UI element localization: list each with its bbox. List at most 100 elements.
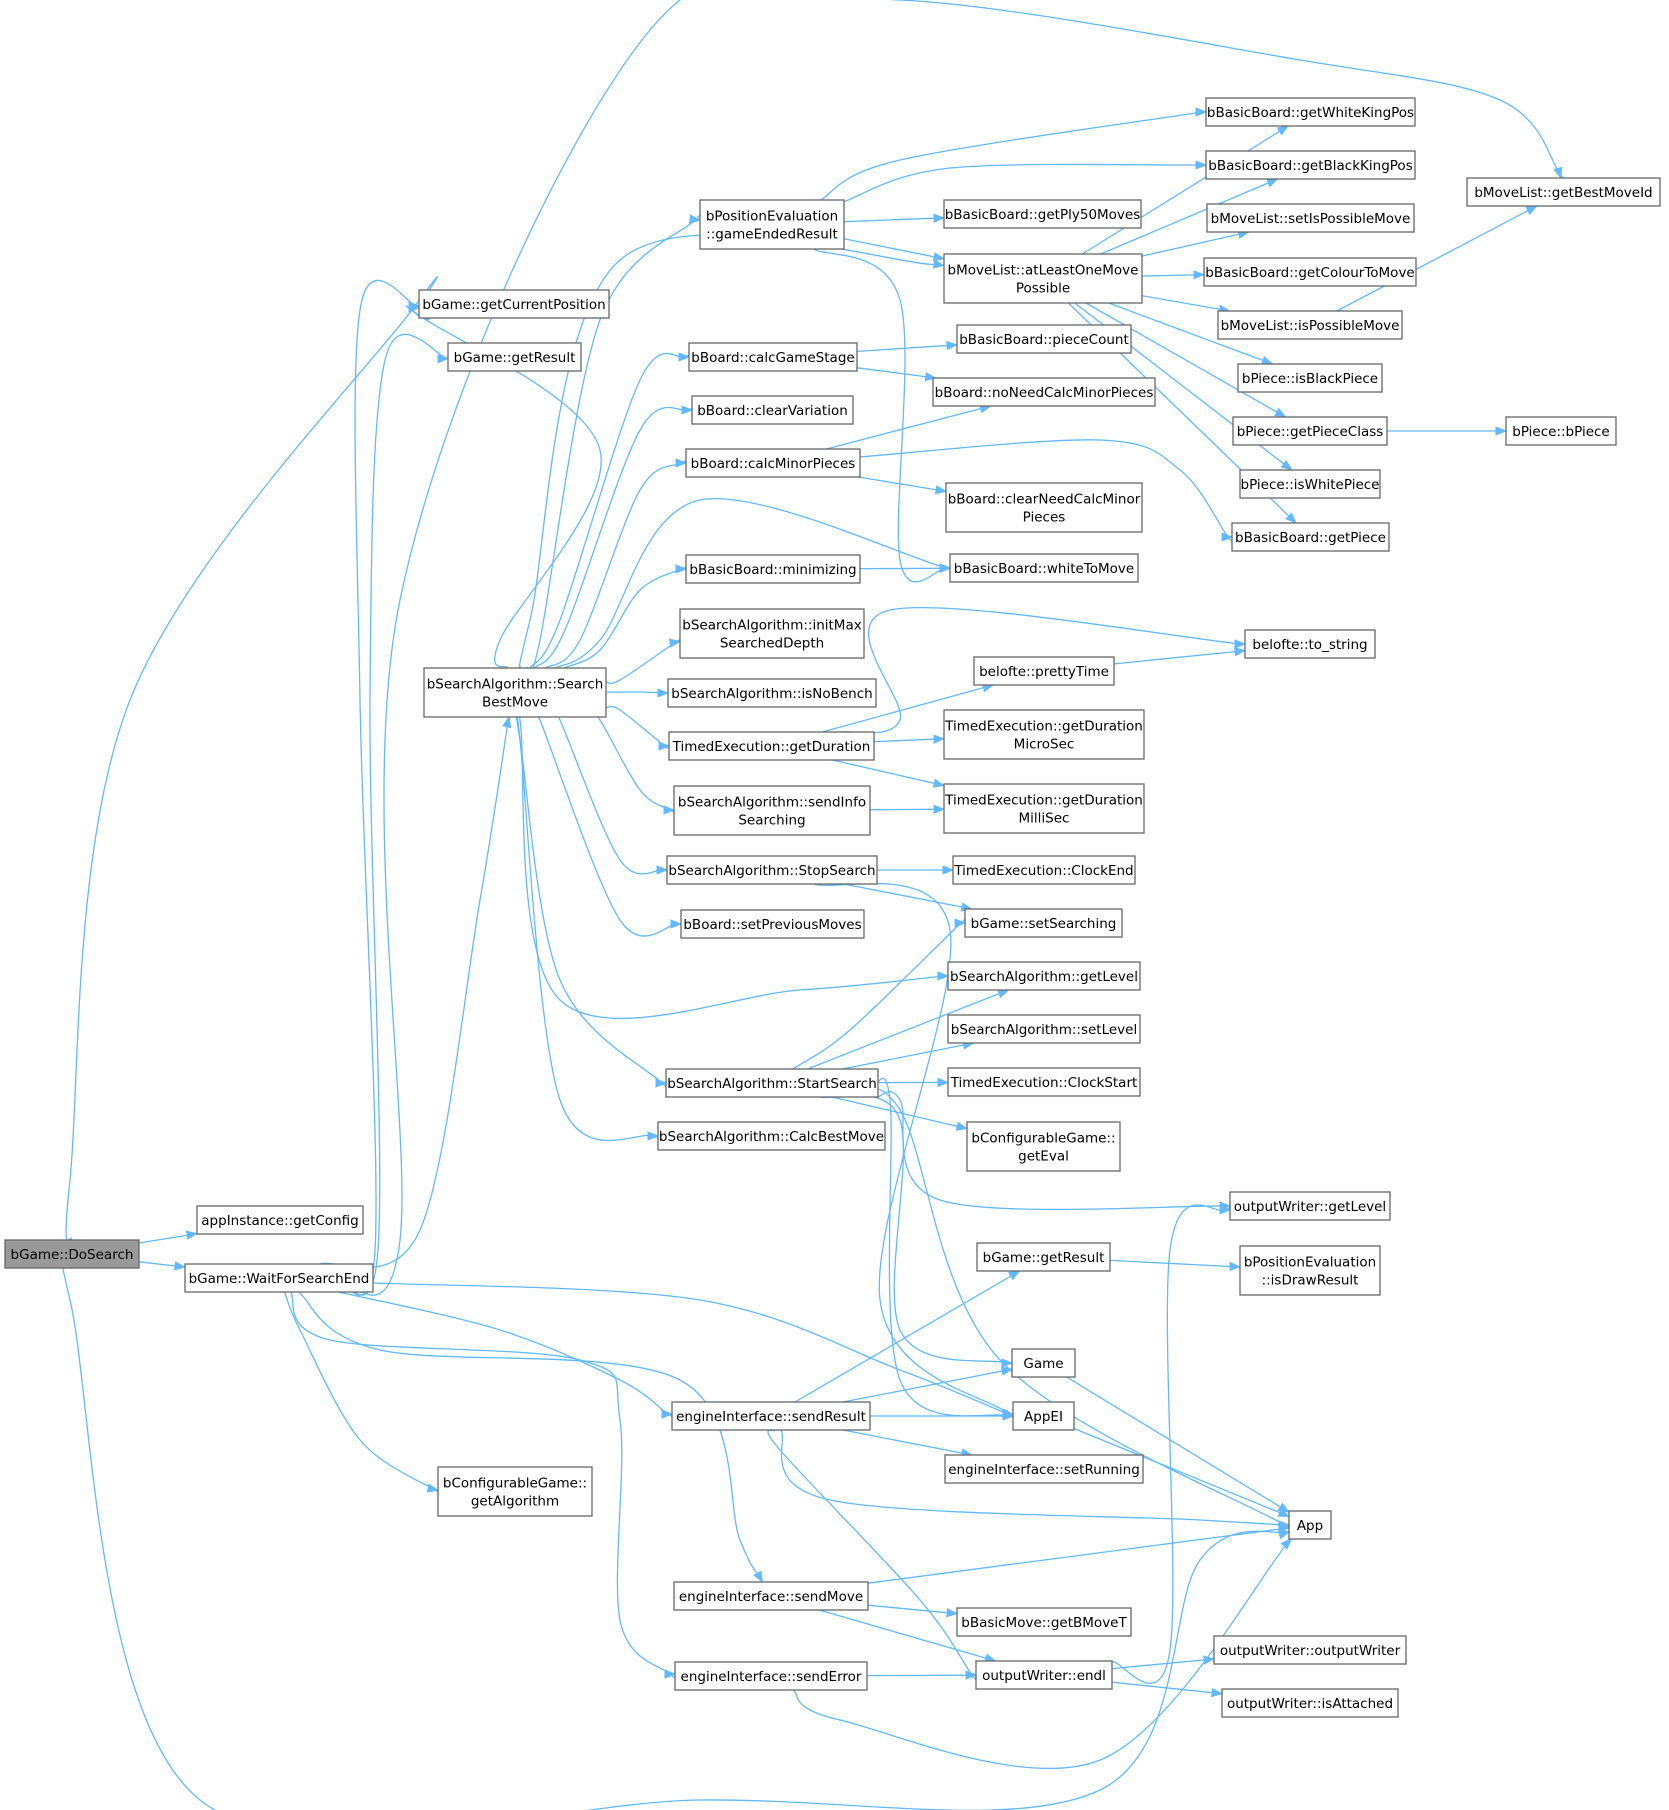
edge-dosearch-to-app xyxy=(60,1251,1291,1810)
node-isattached[interactable]: outputWriter::isAttached xyxy=(1221,1688,1399,1718)
node-isdraw[interactable]: bPositionEvaluation::isDrawResult xyxy=(1239,1245,1381,1296)
node-box xyxy=(667,678,877,708)
node-box xyxy=(976,1242,1111,1272)
node-endl[interactable]: outputWriter::endl xyxy=(975,1660,1113,1690)
node-bpiece[interactable]: bPiece::bPiece xyxy=(1505,416,1617,446)
node-box xyxy=(1239,469,1381,499)
node-tostring[interactable]: belofte::to_string xyxy=(1244,629,1376,659)
node-label: TimedExecution::getDuration xyxy=(672,739,871,755)
node-setlevel[interactable]: bSearchAlgorithm::setLevel xyxy=(947,1014,1141,1044)
node-box xyxy=(673,785,871,836)
node-box xyxy=(1466,177,1661,207)
node-prettytime[interactable]: belofte::prettyTime xyxy=(973,656,1115,686)
node-getresult2[interactable]: bGame::getResult xyxy=(976,1242,1111,1272)
node-box xyxy=(1205,150,1416,180)
node-setispossible[interactable]: bMoveList::setIsPossibleMove xyxy=(1206,203,1415,233)
node-getbmovet[interactable]: bBasicMove::getBMoveT xyxy=(956,1607,1132,1637)
node-clearvar[interactable]: bBoard::clearVariation xyxy=(691,395,854,425)
node-calcbest[interactable]: bSearchAlgorithm::CalcBestMove xyxy=(657,1121,886,1151)
edge-startsearch-to-game xyxy=(820,1094,1018,1368)
node-getbestmoveid[interactable]: bMoveList::getBestMoveId xyxy=(1466,177,1661,207)
node-geteval[interactable]: bConfigurableGame::getEval xyxy=(966,1121,1121,1172)
node-whitetomove[interactable]: bBasicBoard::whiteToMove xyxy=(949,553,1139,583)
node-clockend[interactable]: TimedExecution::ClockEnd xyxy=(952,855,1136,885)
edge-searchbest-to-getlevel xyxy=(516,697,957,1020)
node-sendresult[interactable]: engineInterface::sendResult xyxy=(671,1401,871,1431)
node-box xyxy=(1205,97,1416,127)
node-label: bBoard::calcGameStage xyxy=(691,350,854,366)
node-blackking[interactable]: bBasicBoard::getBlackKingPos xyxy=(1205,150,1416,180)
node-game[interactable]: Game xyxy=(1011,1348,1076,1378)
node-getpiece[interactable]: bBasicBoard::getPiece xyxy=(1231,522,1390,552)
node-isblack[interactable]: bPiece::isBlackPiece xyxy=(1237,363,1383,393)
node-getpiececlass[interactable]: bPiece::getPieceClass xyxy=(1232,416,1388,446)
node-box xyxy=(1239,1245,1381,1296)
node-outwriter[interactable]: outputWriter::outputWriter xyxy=(1213,1635,1407,1665)
node-gameended[interactable]: bPositionEvaluation::gameEndedResult xyxy=(699,199,845,250)
node-getconfig[interactable]: appInstance::getConfig xyxy=(196,1205,364,1235)
node-box xyxy=(1505,416,1617,446)
node-label: engineInterface::sendResult xyxy=(676,1409,866,1425)
node-minimizing[interactable]: bBasicBoard::minimizing xyxy=(685,554,861,584)
node-getlevel[interactable]: bSearchAlgorithm::getLevel xyxy=(947,961,1141,991)
node-whiteking[interactable]: bBasicBoard::getWhiteKingPos xyxy=(1205,97,1416,127)
node-setsearching[interactable]: bGame::setSearching xyxy=(964,908,1123,938)
node-setprev[interactable]: bBoard::setPreviousMoves xyxy=(680,909,865,939)
edge-searchbest-to-setprev xyxy=(532,703,684,937)
node-label: bSearchAlgorithm::CalcBestMove xyxy=(659,1129,884,1145)
node-getresult1[interactable]: bGame::getResult xyxy=(447,342,582,372)
node-label: bPositionEvaluation xyxy=(706,209,838,225)
node-app[interactable]: App xyxy=(1288,1510,1332,1540)
node-box xyxy=(666,855,878,885)
node-box xyxy=(945,482,1143,533)
node-outlevel[interactable]: outputWriter::getLevel xyxy=(1229,1191,1391,1221)
edge-atleast-to-setispossible xyxy=(1141,229,1250,257)
node-label: bMoveList::getBestMoveId xyxy=(1474,185,1652,201)
edge-searchbest-to-gameended xyxy=(526,212,705,675)
node-label: getEval xyxy=(1018,1149,1069,1165)
node-box xyxy=(964,908,1123,938)
edge-searchbest-to-calcstage xyxy=(529,352,691,669)
node-label: bBoard::noNeedCalcMinorPieces xyxy=(935,385,1154,401)
node-sendmove[interactable]: engineInterface::sendMove xyxy=(673,1581,869,1611)
node-label: bSearchAlgorithm::getLevel xyxy=(950,969,1138,985)
node-getply50[interactable]: bBasicBoard::getPly50Moves xyxy=(943,199,1142,229)
node-box xyxy=(671,1401,871,1431)
node-startsearch[interactable]: bSearchAlgorithm::StartSearch xyxy=(665,1068,879,1098)
node-setrunning[interactable]: engineInterface::setRunning xyxy=(944,1454,1144,1484)
node-calcminor[interactable]: bBoard::calcMinorPieces xyxy=(685,448,861,478)
node-box xyxy=(673,1581,869,1611)
node-getalgo[interactable]: bConfigurableGame::getAlgorithm xyxy=(437,1466,593,1517)
node-getduration[interactable]: TimedExecution::getDuration xyxy=(668,731,875,761)
node-dosearch[interactable]: bGame::DoSearch xyxy=(4,1239,140,1269)
node-isnobench[interactable]: bSearchAlgorithm::isNoBench xyxy=(667,678,877,708)
node-label: bGame::getResult xyxy=(983,1250,1105,1266)
node-getcurpos[interactable]: bGame::getCurrentPosition xyxy=(418,289,610,319)
node-label: MicroSec xyxy=(1014,737,1075,753)
node-label: bBasicMove::getBMoveT xyxy=(961,1615,1127,1631)
node-appei[interactable]: AppEI xyxy=(1012,1401,1075,1431)
edge-searchbest-to-stopsearch xyxy=(553,708,669,875)
node-getcolour[interactable]: bBasicBoard::getColourToMove xyxy=(1203,257,1417,287)
node-box xyxy=(1229,1191,1391,1221)
node-noneedcalc[interactable]: bBoard::noNeedCalcMinorPieces xyxy=(932,377,1156,407)
node-ispossible[interactable]: bMoveList::isPossibleMove xyxy=(1217,310,1403,340)
node-wait[interactable]: bGame::WaitForSearchEnd xyxy=(184,1263,374,1293)
node-calcstage[interactable]: bBoard::calcGameStage xyxy=(688,342,858,372)
node-label: TimedExecution::ClockStart xyxy=(950,1075,1138,1091)
node-piececount[interactable]: bBasicBoard::pieceCount xyxy=(956,324,1132,354)
node-clockstart[interactable]: TimedExecution::ClockStart xyxy=(947,1067,1141,1097)
node-stopsearch[interactable]: bSearchAlgorithm::StopSearch xyxy=(666,855,878,885)
node-iswhite[interactable]: bPiece::isWhitePiece xyxy=(1239,469,1381,499)
node-label: bBasicBoard::getPiece xyxy=(1235,530,1386,546)
node-senderror[interactable]: engineInterface::sendError xyxy=(674,1661,868,1691)
node-label: bSearchAlgorithm::setLevel xyxy=(951,1022,1137,1038)
node-label: bBasicBoard::getColourToMove xyxy=(1205,265,1414,281)
